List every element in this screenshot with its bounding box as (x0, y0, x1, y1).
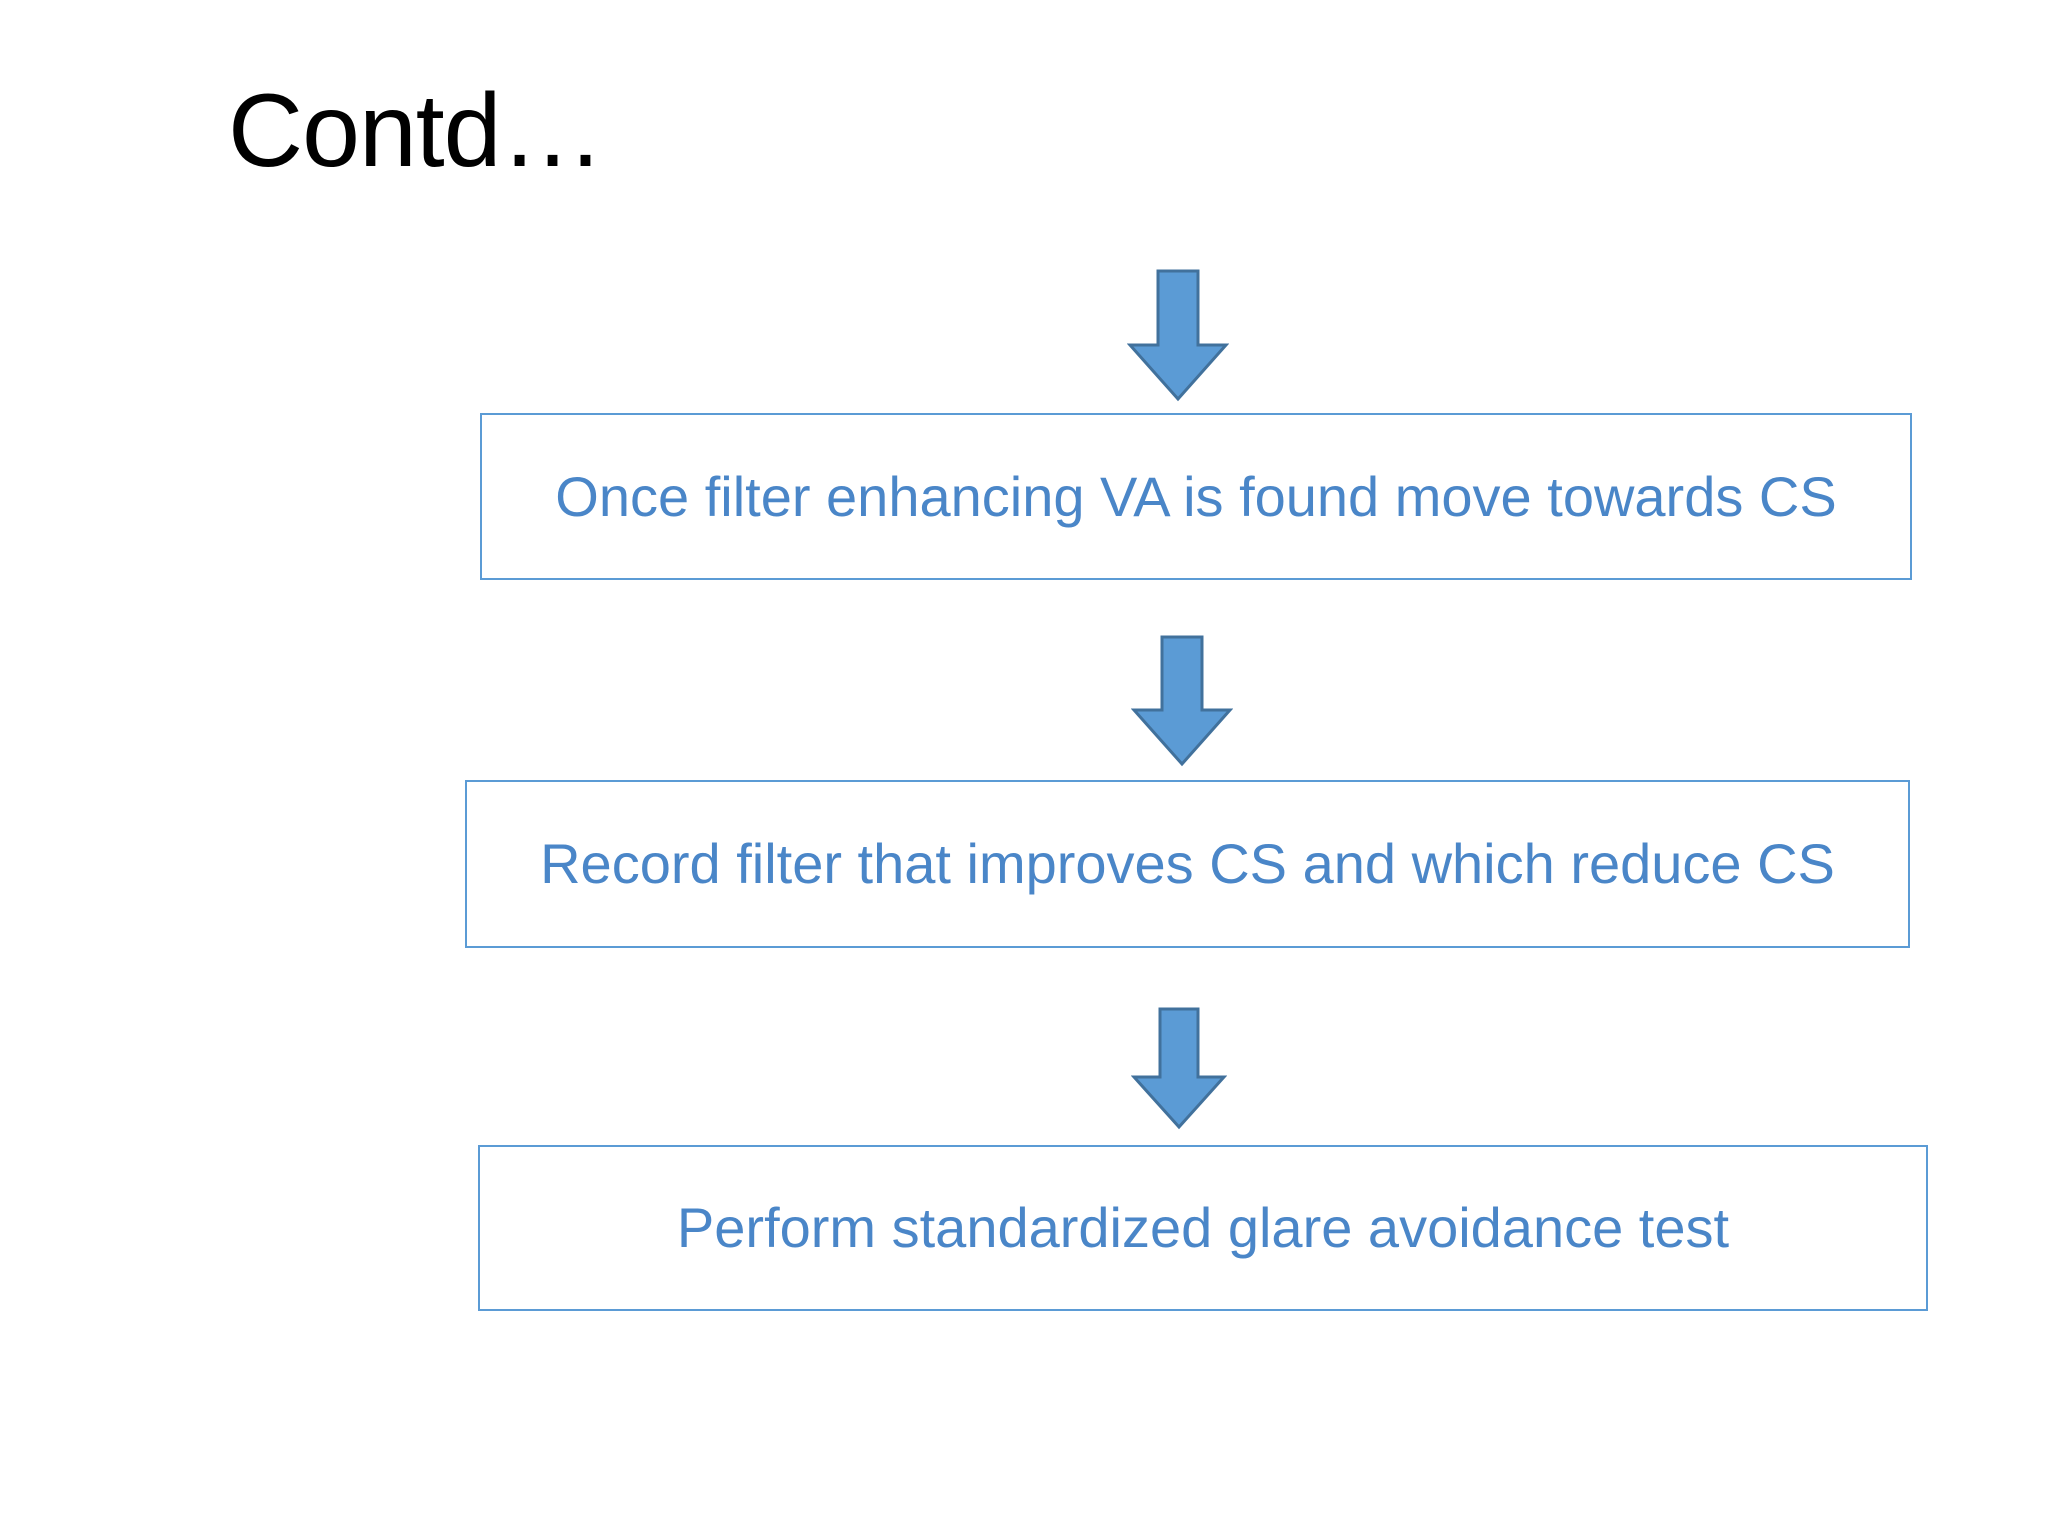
flow-step-text-3: Perform standardized glare avoidance tes… (676, 1196, 1730, 1259)
flow-step-text-2: Record filter that improves CS and which… (540, 832, 1835, 895)
page-title: Contd… (228, 73, 605, 189)
flow-step-box-2[interactable]: Record filter that improves CS and which… (465, 780, 1910, 948)
flow-step-text-1: Once filter enhancing VA is found move t… (555, 464, 1837, 528)
down-arrow-icon-1 (1127, 268, 1229, 402)
flow-step-box-3[interactable]: Perform standardized glare avoidance tes… (478, 1145, 1928, 1311)
down-arrow-icon-3 (1131, 1006, 1227, 1130)
down-arrow-icon-2 (1131, 634, 1233, 767)
flow-step-box-1[interactable]: Once filter enhancing VA is found move t… (480, 413, 1912, 580)
